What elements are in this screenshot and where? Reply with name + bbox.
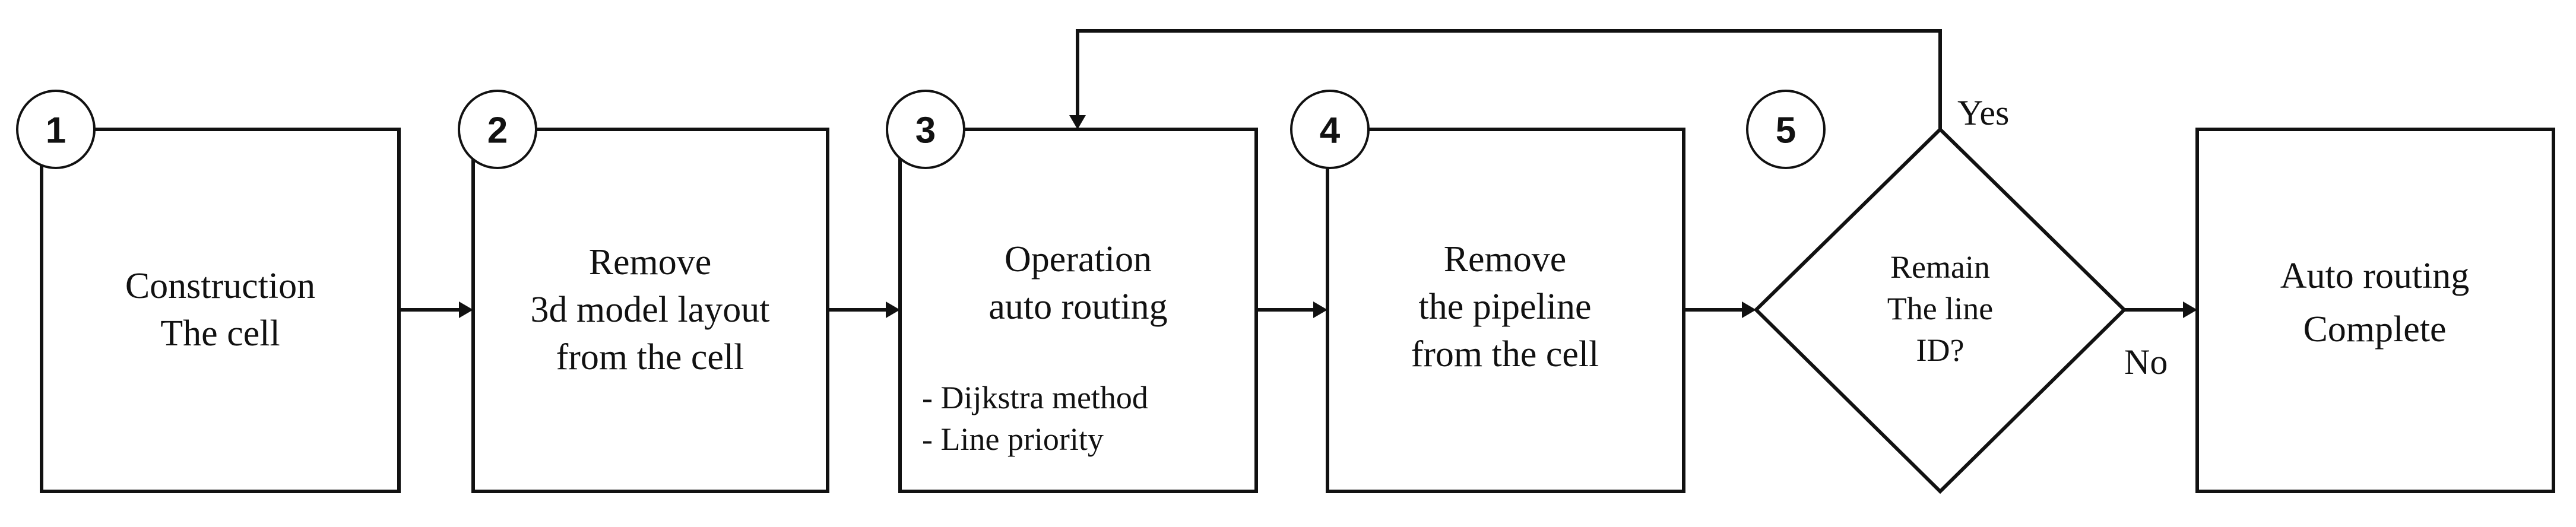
step-4-label-line-2: the pipeline bbox=[1419, 287, 1592, 327]
step-5-label-line-2: The line bbox=[1887, 291, 1993, 326]
step-2-box bbox=[471, 128, 829, 493]
step-3-note-1: - Dijkstra method bbox=[922, 380, 1148, 415]
step-3-number-badge bbox=[886, 90, 965, 169]
step-2-label-line-2: 3d model layout bbox=[531, 290, 770, 330]
step-4-number: 4 bbox=[1320, 110, 1341, 151]
step-3-number: 3 bbox=[915, 110, 936, 151]
step-4-number-badge bbox=[1290, 90, 1370, 169]
step-5-number-badge bbox=[1746, 90, 1826, 169]
arrowhead-4-to-5 bbox=[1742, 301, 1756, 318]
step-5-label-line-3: ID? bbox=[1916, 332, 1965, 368]
step-1-label-line-2: The cell bbox=[160, 313, 280, 354]
step-5-number: 5 bbox=[1776, 110, 1796, 151]
loop-back-arrow bbox=[1076, 29, 1942, 129]
arrowhead-5-to-final bbox=[2183, 301, 2197, 318]
arrowhead-2-to-3 bbox=[886, 301, 900, 318]
step-3-label-line-1: Operation bbox=[1005, 239, 1152, 280]
step-2-label-line-3: from the cell bbox=[556, 337, 744, 377]
final-step-label-line-1: Auto routing bbox=[2280, 256, 2470, 296]
arrowhead-1-to-2 bbox=[459, 301, 473, 318]
step-4-label-line-1: Remove bbox=[1444, 239, 1567, 280]
step-4-box bbox=[1326, 128, 1685, 493]
no-branch-label: No bbox=[2124, 342, 2168, 382]
step-2-number-badge bbox=[458, 90, 537, 169]
step-5-decision-diamond bbox=[1753, 126, 2127, 494]
step-1-box bbox=[40, 128, 401, 493]
loop-back-arrowhead bbox=[1069, 115, 1086, 129]
step-3-label-line-2: auto routing bbox=[988, 287, 1167, 327]
step-1-number-badge bbox=[16, 90, 96, 169]
final-step-label-line-2: Complete bbox=[2303, 309, 2446, 350]
arrowhead-3-to-4 bbox=[1313, 301, 1327, 318]
step-1-label-line-1: Construction bbox=[125, 266, 315, 306]
step-3-note-2: - Line priority bbox=[922, 421, 1104, 457]
step-5-label-line-1: Remain bbox=[1890, 249, 1990, 285]
step-2-label-line-1: Remove bbox=[589, 242, 712, 282]
step-1-number: 1 bbox=[46, 110, 66, 151]
step-4-label-line-3: from the cell bbox=[1411, 334, 1599, 374]
yes-branch-label: Yes bbox=[1957, 93, 2009, 132]
final-step-box bbox=[2195, 128, 2555, 493]
step-2-number: 2 bbox=[487, 110, 508, 151]
